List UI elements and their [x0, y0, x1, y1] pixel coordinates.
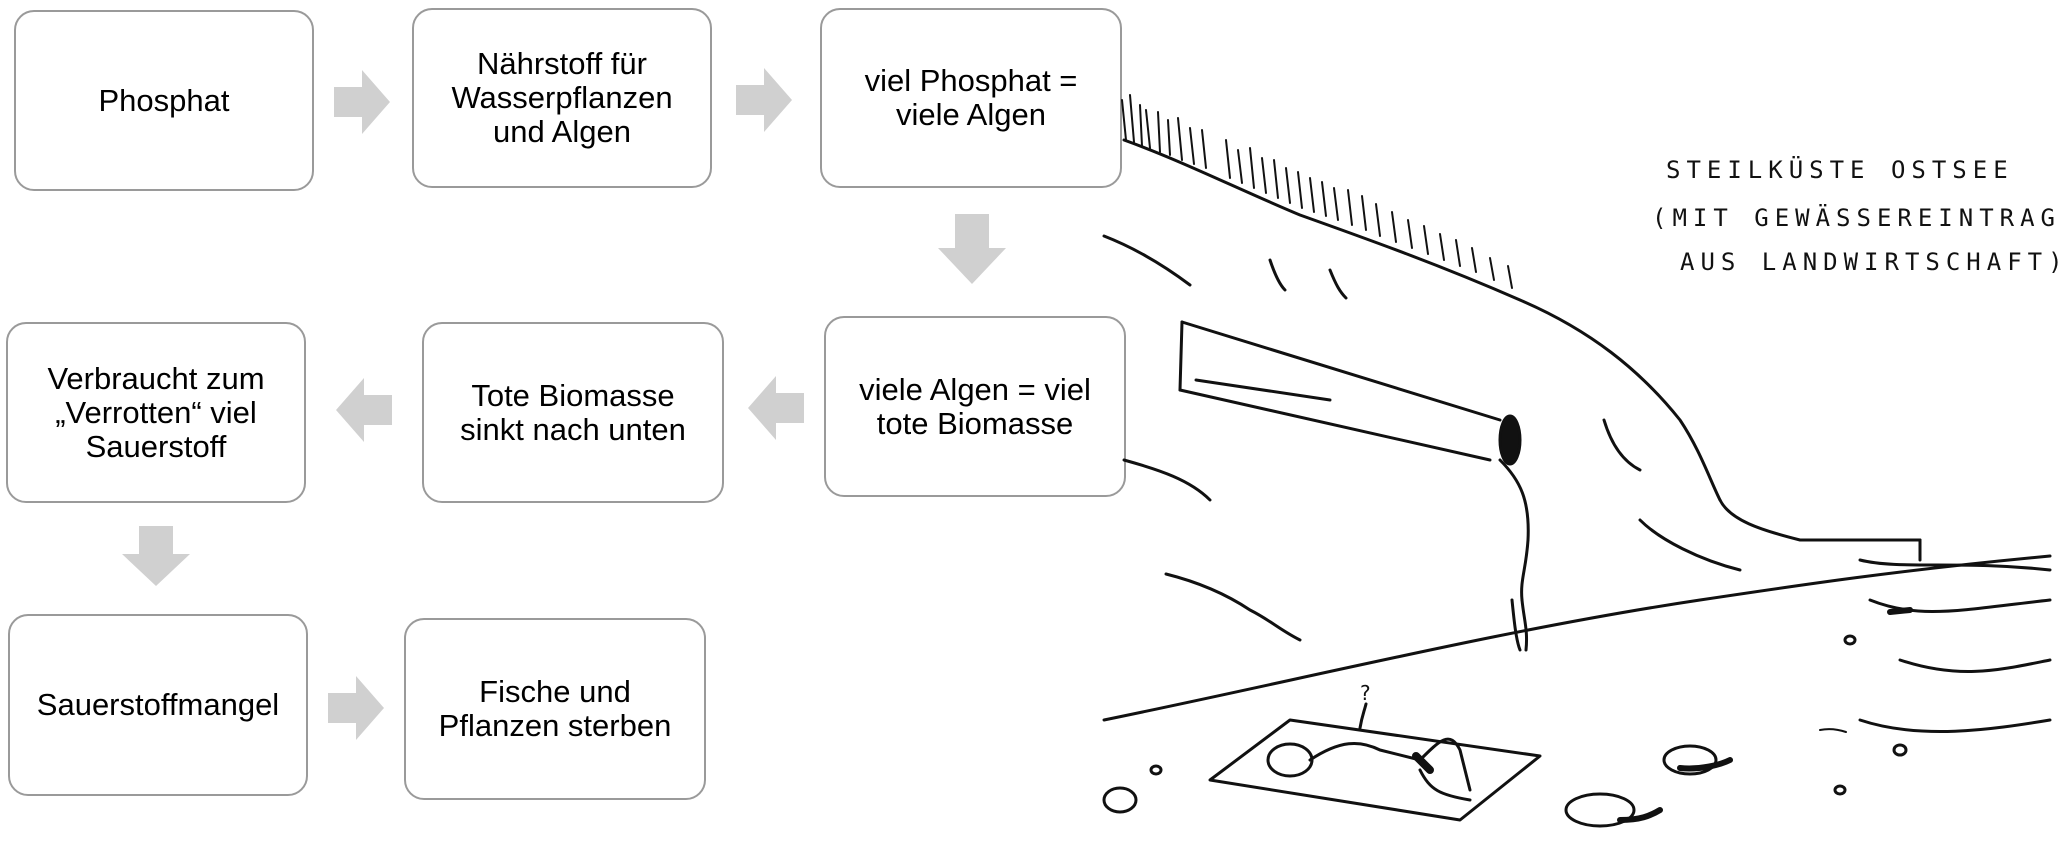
- coast-illustration: ?: [1102, 94, 2052, 828]
- illustration-caption-line3: AUS LANDWIRTSCHAFT): [1680, 248, 2060, 276]
- arrow-left-1: [748, 376, 804, 440]
- box-sauerstoffmangel: Sauerstoffmangel: [8, 614, 308, 796]
- svg-text:?: ?: [1360, 681, 1371, 705]
- box-viel-phosphat: viel Phosphat = viele Algen: [820, 8, 1122, 188]
- illustration-caption-line1: STEILKÜSTE OSTSEE: [1666, 156, 2014, 184]
- arrow-right-1: [334, 70, 390, 134]
- box-tote-biomasse: Tote Biomasse sinkt nach unten: [422, 322, 724, 503]
- box-fische: Fische und Pflanzen sterben: [404, 618, 706, 800]
- box-phosphat: Phosphat: [14, 10, 314, 191]
- illustration-caption-line2: (MIT GEWÄSSEREINTRAG: [1652, 204, 2060, 232]
- arrow-down-1: [938, 214, 1006, 284]
- box-naehrstoff: Nährstoff für Wasserpflanzen und Algen: [412, 8, 712, 188]
- arrow-left-2: [336, 378, 392, 442]
- box-viele-algen: viele Algen = viel tote Biomasse: [824, 316, 1126, 497]
- arrow-right-2: [736, 68, 792, 132]
- box-verbraucht: Verbraucht zum „Verrotten“ viel Sauersto…: [6, 322, 306, 503]
- arrow-down-2: [122, 526, 190, 586]
- arrow-right-3: [328, 676, 384, 740]
